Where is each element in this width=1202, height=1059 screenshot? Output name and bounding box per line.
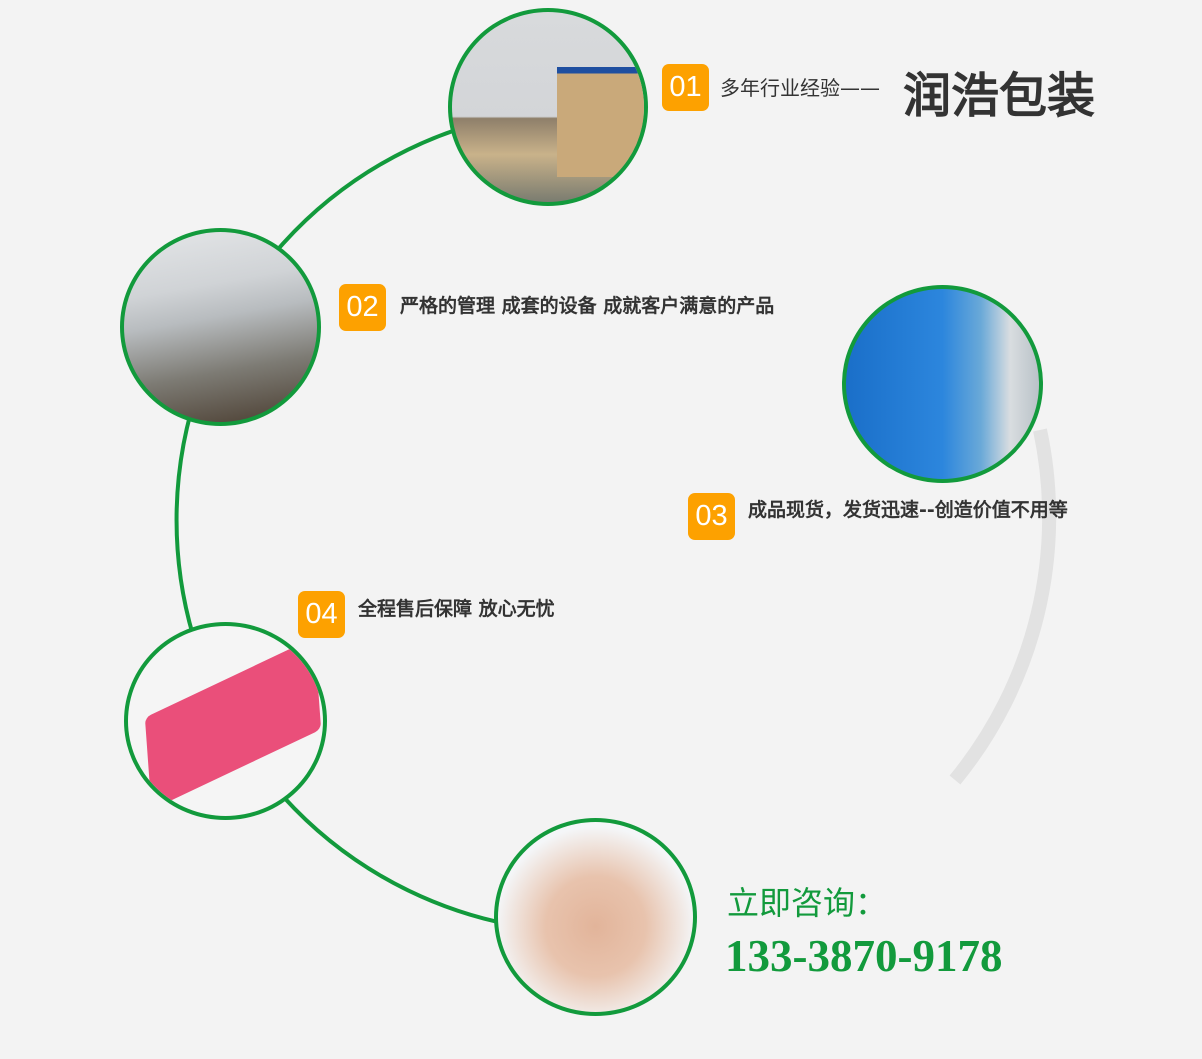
brand-name: 润浩包装 bbox=[903, 68, 1096, 124]
blue-pallets-photo bbox=[842, 285, 1043, 483]
contact-label: 立即咨询： bbox=[727, 884, 888, 922]
teamwork-hands-photo bbox=[494, 818, 697, 1016]
step-01-text: 多年行业经验—— bbox=[720, 76, 880, 100]
contact-phone[interactable]: 133-3870-9178 bbox=[725, 931, 1003, 981]
step-badge-04: 04 bbox=[298, 591, 345, 638]
green-timeline-arc bbox=[174, 108, 549, 932]
step-02-text: 严格的管理 成套的设备 成就客户满意的产品 bbox=[400, 295, 775, 317]
step-badge-02: 02 bbox=[339, 284, 386, 331]
step-04-text: 全程售后保障 放心无忧 bbox=[358, 598, 555, 620]
decorative-gray-arc bbox=[949, 428, 1057, 785]
factory-building-photo bbox=[448, 8, 648, 206]
step-badge-01: 01 bbox=[662, 64, 709, 111]
pink-foam-tray-photo bbox=[124, 622, 327, 820]
step-badge-03: 03 bbox=[688, 493, 735, 540]
step-03-text: 成品现货，发货迅速--创造价值不用等 bbox=[748, 499, 1068, 521]
cutting-machine-photo bbox=[120, 228, 321, 426]
